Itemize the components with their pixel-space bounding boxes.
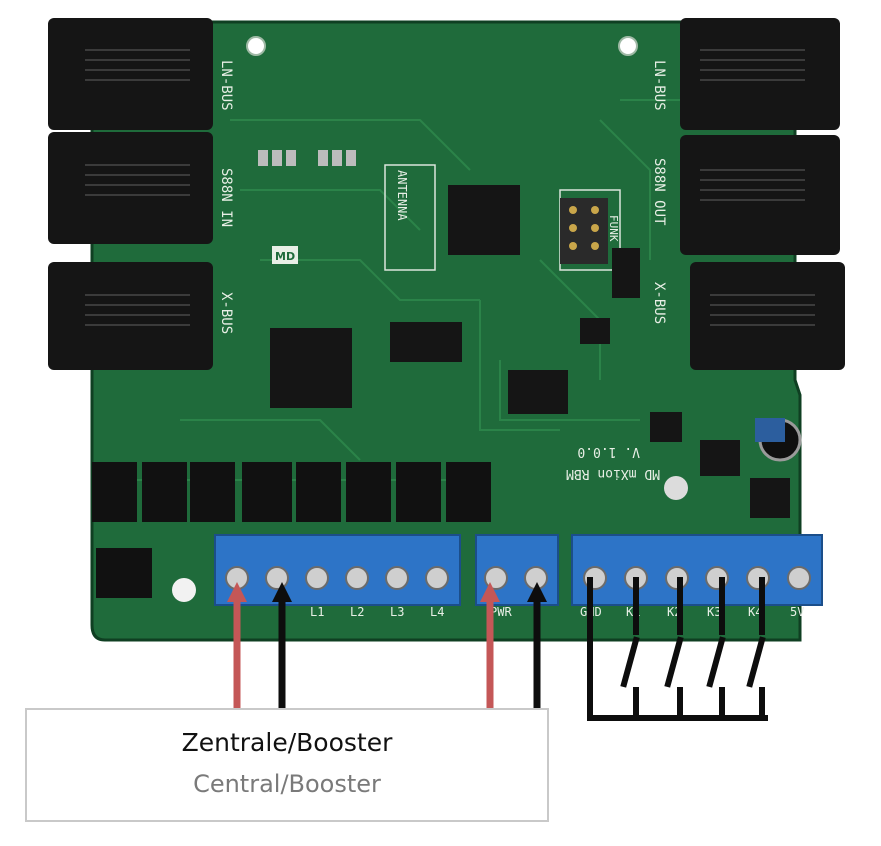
- label-x-bus-right: X-BUS: [651, 282, 667, 324]
- label-ln-bus-right: LN-BUS: [651, 60, 667, 111]
- label-funk: FUNK: [607, 215, 620, 242]
- central-booster-box: Zentrale/Booster Central/Booster: [25, 708, 549, 822]
- label-ln-bus-left: LN-BUS: [218, 60, 234, 111]
- rj-connectors-right: [680, 18, 845, 370]
- transistor-row: [92, 462, 491, 602]
- label-x-bus-left: X-BUS: [218, 292, 234, 334]
- terminal-l2-label: L2: [350, 605, 364, 619]
- board-labels: LN-BUS S88N IN X-BUS LN-BUS S88N OUT X-B…: [218, 60, 667, 481]
- terminal-k3-label: K3: [707, 605, 721, 619]
- terminal-l1-label: L1: [310, 605, 324, 619]
- wires-switches: [587, 577, 768, 721]
- label-s88n-in: S88N IN: [218, 168, 234, 227]
- terminal-k4-label: K4: [748, 605, 762, 619]
- label-antenna: ANTENNA: [395, 170, 409, 221]
- chips: [258, 150, 802, 518]
- rj-connectors-left: [48, 18, 213, 370]
- md-logo-badge: [272, 246, 298, 264]
- md-logo-text: MD: [275, 250, 295, 263]
- terminal-block-left: L1 L2 L3 L4: [214, 534, 461, 619]
- terminal-pwr-label: PWR: [490, 605, 512, 619]
- label-s88n-out: S88N OUT: [651, 158, 667, 226]
- label-model: MD mXion RBM: [566, 466, 660, 481]
- legend-english: Central/Booster: [193, 770, 381, 798]
- terminal-5v-label: 5V: [790, 605, 804, 619]
- legend-german: Zentrale/Booster: [181, 728, 393, 757]
- label-version: V. 1.0.0: [577, 444, 640, 459]
- wires-central: [227, 582, 547, 714]
- terminal-l3-label: L3: [390, 605, 404, 619]
- terminal-block-right: GND K1 K2 K3 K4 5V: [571, 534, 823, 619]
- terminal-l4-label: L4: [430, 605, 444, 619]
